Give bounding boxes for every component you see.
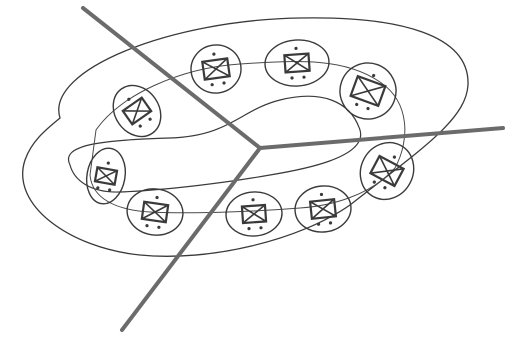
shaft-upper-left xyxy=(83,8,260,148)
unit-dot xyxy=(290,76,293,79)
unit-4 xyxy=(103,76,170,145)
unit-dot xyxy=(210,83,214,87)
unit-dot xyxy=(106,161,110,165)
unit-cross-b xyxy=(284,54,309,73)
shaft-lower-left xyxy=(122,148,260,330)
unit-dot xyxy=(320,193,324,197)
unit-dot xyxy=(138,124,142,128)
unit-dot xyxy=(212,52,216,56)
shaft-right xyxy=(260,128,503,148)
unit-dot xyxy=(251,198,254,201)
shafts xyxy=(83,8,503,330)
unit-1 xyxy=(188,42,244,96)
unit-8 xyxy=(225,190,284,238)
unit-dot xyxy=(372,180,376,184)
unit-7 xyxy=(124,185,186,238)
unit-dot xyxy=(247,227,250,230)
unit-5 xyxy=(82,145,129,207)
unit-dot xyxy=(302,75,305,78)
unit-dot xyxy=(157,226,161,230)
unit-dot xyxy=(145,224,149,228)
unit-dot xyxy=(222,81,226,85)
unit-dot xyxy=(383,186,387,190)
unit-dot xyxy=(329,221,333,225)
unit-dot xyxy=(392,155,396,159)
unit-dot xyxy=(148,117,152,121)
unit-dot xyxy=(294,47,297,50)
unit-6 xyxy=(350,133,423,209)
unit-dot xyxy=(259,226,262,229)
unit-dot xyxy=(355,102,359,106)
unit-dot xyxy=(366,107,370,111)
unit-cross-b xyxy=(242,205,266,223)
unit-dot xyxy=(155,196,159,200)
